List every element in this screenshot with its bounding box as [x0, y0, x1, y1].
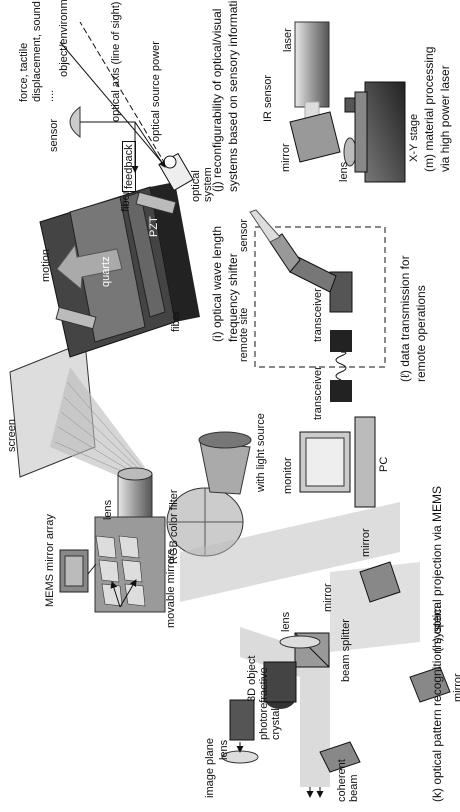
caption-k: (k) optical pattern recognition system: [430, 605, 444, 802]
lens-label: lens: [102, 499, 114, 520]
caption-j-1: (j) reconfigurability of optical/visual: [210, 8, 224, 192]
mirror-bottom-label: mirror: [452, 673, 460, 702]
mirror-mid-label: mirror: [322, 583, 334, 612]
caption-i-1: (i) optical wave length: [210, 225, 224, 342]
photo-label-2: crystal: [270, 708, 282, 740]
fiber-left-label: fiber: [170, 310, 182, 332]
power-label: optical source power: [150, 41, 162, 142]
mirror-m-label: mirror: [280, 143, 292, 172]
rgb-label: RGB color filter: [168, 489, 180, 564]
caption-j-2: systems based on sensory information: [226, 0, 240, 192]
pc-label: PC: [378, 456, 390, 472]
optical-system-label-1: optical: [190, 170, 202, 202]
object-label: object/environment: [58, 0, 70, 77]
pzt-label: PZT: [148, 216, 160, 237]
lens-m-label: lens: [338, 161, 350, 182]
lens-top-label: lens: [218, 739, 230, 760]
mems-label: MEMS mirror array: [44, 514, 56, 607]
panel-i-drawing: [39, 182, 200, 358]
caption-l-2: remote operations: [414, 285, 428, 382]
laser-label: laser: [282, 28, 294, 52]
displacement-label: displacement, sound: [31, 1, 43, 102]
transceiver-right-label: transceiver: [312, 288, 324, 342]
object3d-label: 3D object: [246, 655, 258, 702]
fiber-right-label: fiber: [120, 190, 132, 212]
light-label: with light source: [255, 413, 267, 492]
sensor-l-label: sensor: [238, 218, 250, 252]
coherent-label-1: coherent: [336, 759, 348, 802]
ir-label: IR sensor: [262, 74, 274, 122]
mirror-right-label: mirror: [360, 528, 372, 557]
panel-j-drawing: [59, 21, 194, 192]
xy-label: X-Y stage: [408, 113, 420, 162]
coherent-label-2: beam: [348, 774, 360, 802]
sensor-label: sensor: [48, 118, 60, 152]
feedback-label: feedback: [122, 141, 137, 192]
dots-label: ....: [44, 89, 56, 102]
photo-label-1: photorefractive: [258, 667, 270, 740]
panel-l-drawing: [249, 209, 386, 508]
image-plane-label: image plane: [204, 738, 216, 798]
axis-label: optical axis (line of sight): [110, 1, 122, 122]
motion-label: motion: [40, 248, 52, 282]
remote-site-label: remote site: [238, 307, 250, 362]
force-label: force, tactile: [18, 42, 30, 102]
beam-splitter-label: beam splitter: [340, 619, 352, 682]
caption-m-2: via high power laser: [438, 65, 452, 172]
caption-m-1: (m) material processing: [422, 46, 436, 172]
panel-m-drawing: [289, 21, 406, 183]
quartz-label: quartz: [100, 256, 112, 287]
lens-mid-label: lens: [280, 611, 292, 632]
monitor-label: monitor: [282, 457, 294, 494]
transceiver-left-label: transceiver: [312, 366, 324, 420]
screen-label: screen: [6, 418, 18, 452]
panel-k-drawing: [180, 502, 451, 798]
caption-l-1: (ℓ) data transmission for: [398, 255, 412, 382]
